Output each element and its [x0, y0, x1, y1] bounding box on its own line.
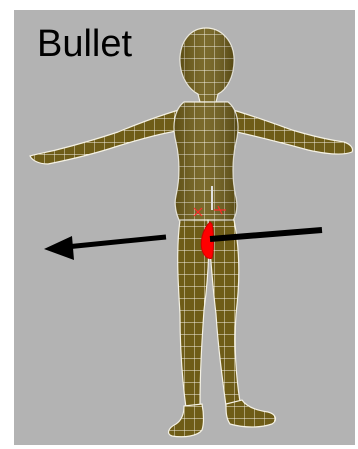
head — [180, 28, 234, 102]
exit-bullet-arrow-icon — [44, 236, 166, 260]
3d-viewport: Bullet — [14, 10, 355, 445]
right-arm — [226, 108, 353, 154]
torso — [174, 102, 238, 222]
character-scene — [14, 10, 355, 445]
left-arm — [30, 108, 186, 164]
left-foot — [169, 404, 204, 437]
right-foot — [226, 400, 275, 427]
